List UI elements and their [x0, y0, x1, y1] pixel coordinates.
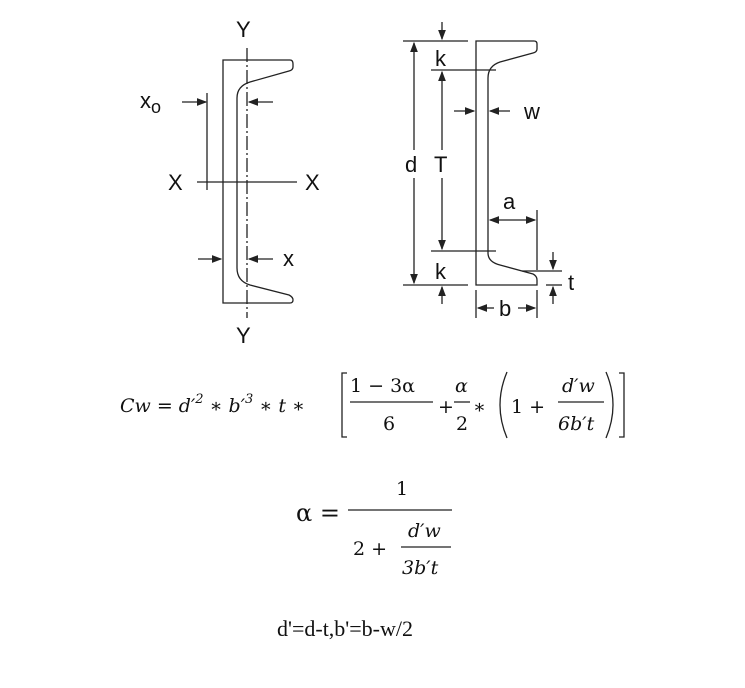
d-label: d [405, 152, 417, 177]
cw-den3: 6b′t [558, 413, 595, 435]
y-axis-label-bottom: Y [236, 323, 251, 348]
t-label: t [568, 270, 574, 295]
x-axis-label-right: X [305, 170, 320, 195]
alpha-lhs: α = [296, 499, 340, 527]
T-label: T [434, 152, 447, 177]
k-bottom-label: k [435, 259, 447, 284]
alpha-inner-den: 3b′t [402, 557, 439, 579]
cw-lhs: Cw = d′2 ∗ b′3 ∗ t ∗ [120, 392, 305, 417]
alpha-formula: α = 1 2 + d′w 3b′t [296, 478, 452, 579]
alpha-num: 1 [396, 478, 408, 500]
y-axis-label-top: Y [236, 17, 251, 42]
x-distance-label: x [283, 246, 294, 271]
channel-dimensions: k k w d T a t b [403, 22, 574, 321]
a-label: a [503, 189, 516, 214]
xo-label: xo [140, 88, 161, 117]
b-label: b [499, 296, 511, 321]
cw-den1: 6 [383, 413, 395, 435]
cw-star: ∗ [473, 396, 486, 418]
cw-num2: α [455, 375, 468, 397]
cw-formula: Cw = d′2 ∗ b′3 ∗ t ∗ 1 − 3α 6 + α 2 ∗ 1 … [120, 371, 625, 439]
channel-section-axes: Y Y X X xo x [140, 17, 320, 348]
cw-one-plus: 1 + [511, 396, 545, 418]
cw-den2: 2 [456, 413, 468, 435]
definitions-text: d'=d-t,b'=b-w/2 [277, 616, 413, 641]
alpha-inner-num: d′w [408, 520, 441, 542]
w-label: w [523, 99, 540, 124]
x-axis-label-left: X [168, 170, 183, 195]
k-top-label: k [435, 46, 447, 71]
cw-num3: d′w [562, 375, 595, 397]
cw-num1: 1 − 3α [350, 375, 415, 397]
alpha-two-plus: 2 + [353, 538, 387, 560]
cw-plus: + [438, 396, 454, 418]
